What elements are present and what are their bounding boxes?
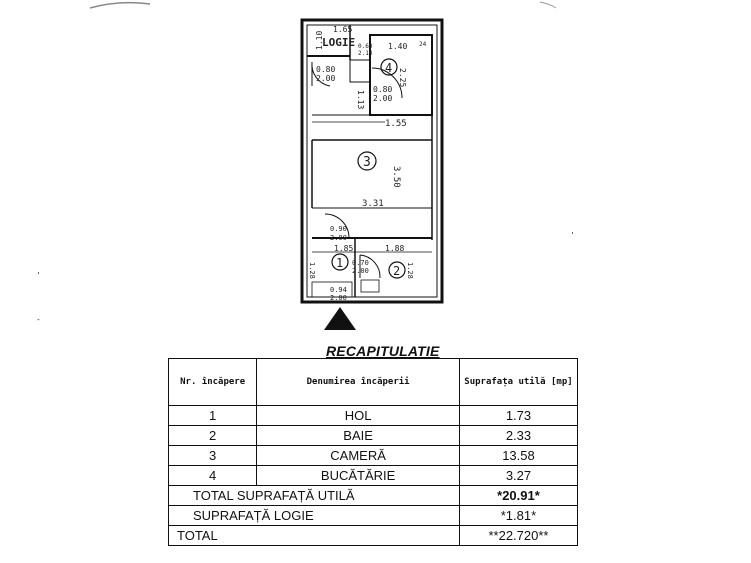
grand-total-value: **22.720** <box>458 525 579 546</box>
table-row: 1 HOL 1.73 <box>167 405 579 426</box>
dimension-label: 1.10 <box>315 31 324 50</box>
row-name: HOL <box>256 405 460 426</box>
logie-area-value: *1.81* <box>458 505 579 526</box>
row-area: 3.27 <box>458 465 579 486</box>
dimension-label: 0.80 <box>373 85 392 94</box>
dimension-label: 1.13 <box>356 90 365 109</box>
grand-total-row: TOTAL **22.720** <box>168 525 579 546</box>
dimension-label: 2.00 <box>316 74 335 83</box>
svg-text:': ' <box>570 231 575 240</box>
room-3-marker <box>357 151 377 171</box>
room-1-marker <box>331 253 349 271</box>
col-header-area: Suprafața utilă [mp] <box>458 358 579 406</box>
grand-total-label: TOTAL <box>168 525 460 546</box>
row-area: 2.33 <box>458 425 579 446</box>
dimension-label: 2.25 <box>398 68 407 87</box>
dimension-label: 2.00 <box>330 294 347 302</box>
dimension-label: 24 <box>419 41 427 48</box>
total-usable-label: TOTAL SUPRAFAȚĂ UTILĂ <box>168 485 460 506</box>
logie-area-label: SUPRAFAȚĂ LOGIE <box>168 505 460 526</box>
table-header-row: Nr. încăpere Denumirea încăperii Suprafa… <box>167 358 579 406</box>
row-nr: 4 <box>167 465 258 486</box>
dimension-label: 1.88 <box>385 244 404 253</box>
logie-area-row: SUPRAFAȚĂ LOGIE *1.81* <box>168 505 579 526</box>
floor-plan: 1 2 3 4 LOGIE 1.65 1.10 1.40 2.25 0.60 2… <box>36 1 575 330</box>
row-area: 1.73 <box>458 405 579 426</box>
logie-label: LOGIE <box>322 36 355 49</box>
dimension-label: 1.40 <box>388 42 407 51</box>
row-name: CAMERĂ <box>256 445 460 466</box>
dimension-label: 1.28 <box>308 262 316 279</box>
dimension-label: 1.28 <box>406 262 414 279</box>
svg-text:': ' <box>36 271 41 280</box>
dimension-label: 3.50 <box>391 166 401 188</box>
dimension-label: 0.94 <box>330 286 347 294</box>
entrance-arrow <box>324 307 356 330</box>
row-name: BAIE <box>256 425 460 446</box>
dimension-label: 2.10 <box>358 50 373 57</box>
dimension-label: 0.70 <box>352 259 369 267</box>
room-4-number: 4 <box>385 61 392 75</box>
row-nr: 3 <box>167 445 258 466</box>
room-2-marker <box>388 261 406 279</box>
room-3-number: 3 <box>363 155 371 170</box>
recap-table: Nr. încăpere Denumirea încăperii Suprafa… <box>167 358 579 546</box>
col-header-nr: Nr. încăpere <box>167 358 258 406</box>
dimension-label: 3.31 <box>362 199 384 209</box>
dimension-label: 0.60 <box>358 43 373 50</box>
room-4-marker <box>380 58 398 76</box>
table-row: 3 CAMERĂ 13.58 <box>167 445 579 466</box>
col-header-name: Denumirea încăperii <box>256 358 460 406</box>
room-1-number: 1 <box>336 256 343 270</box>
dimension-label: 0.90 <box>330 225 347 233</box>
total-usable-value: *20.91* <box>458 485 579 506</box>
outer-wall <box>300 18 444 304</box>
dimension-label: 0.80 <box>316 65 335 74</box>
dimension-label: 1.85 <box>334 244 353 253</box>
dimension-label: 2.00 <box>373 94 392 103</box>
room-2-number: 2 <box>393 264 400 278</box>
dimension-label: 1.65 <box>333 25 352 34</box>
row-area: 13.58 <box>458 445 579 466</box>
total-usable-row: TOTAL SUPRAFAȚĂ UTILĂ *20.91* <box>168 485 579 506</box>
row-nr: 2 <box>167 425 258 446</box>
table-row: 2 BAIE 2.33 <box>167 425 579 446</box>
recap-heading: RECAPITULATIE <box>326 343 440 359</box>
dimension-label: 2.00 <box>352 267 369 275</box>
dimension-label: 1.55 <box>385 119 407 129</box>
dimension-label: 2.00 <box>330 234 347 242</box>
svg-text:-: - <box>36 315 41 324</box>
row-name: BUCĂTĂRIE <box>256 465 460 486</box>
table-row: 4 BUCĂTĂRIE 3.27 <box>167 465 579 486</box>
row-nr: 1 <box>167 405 258 426</box>
